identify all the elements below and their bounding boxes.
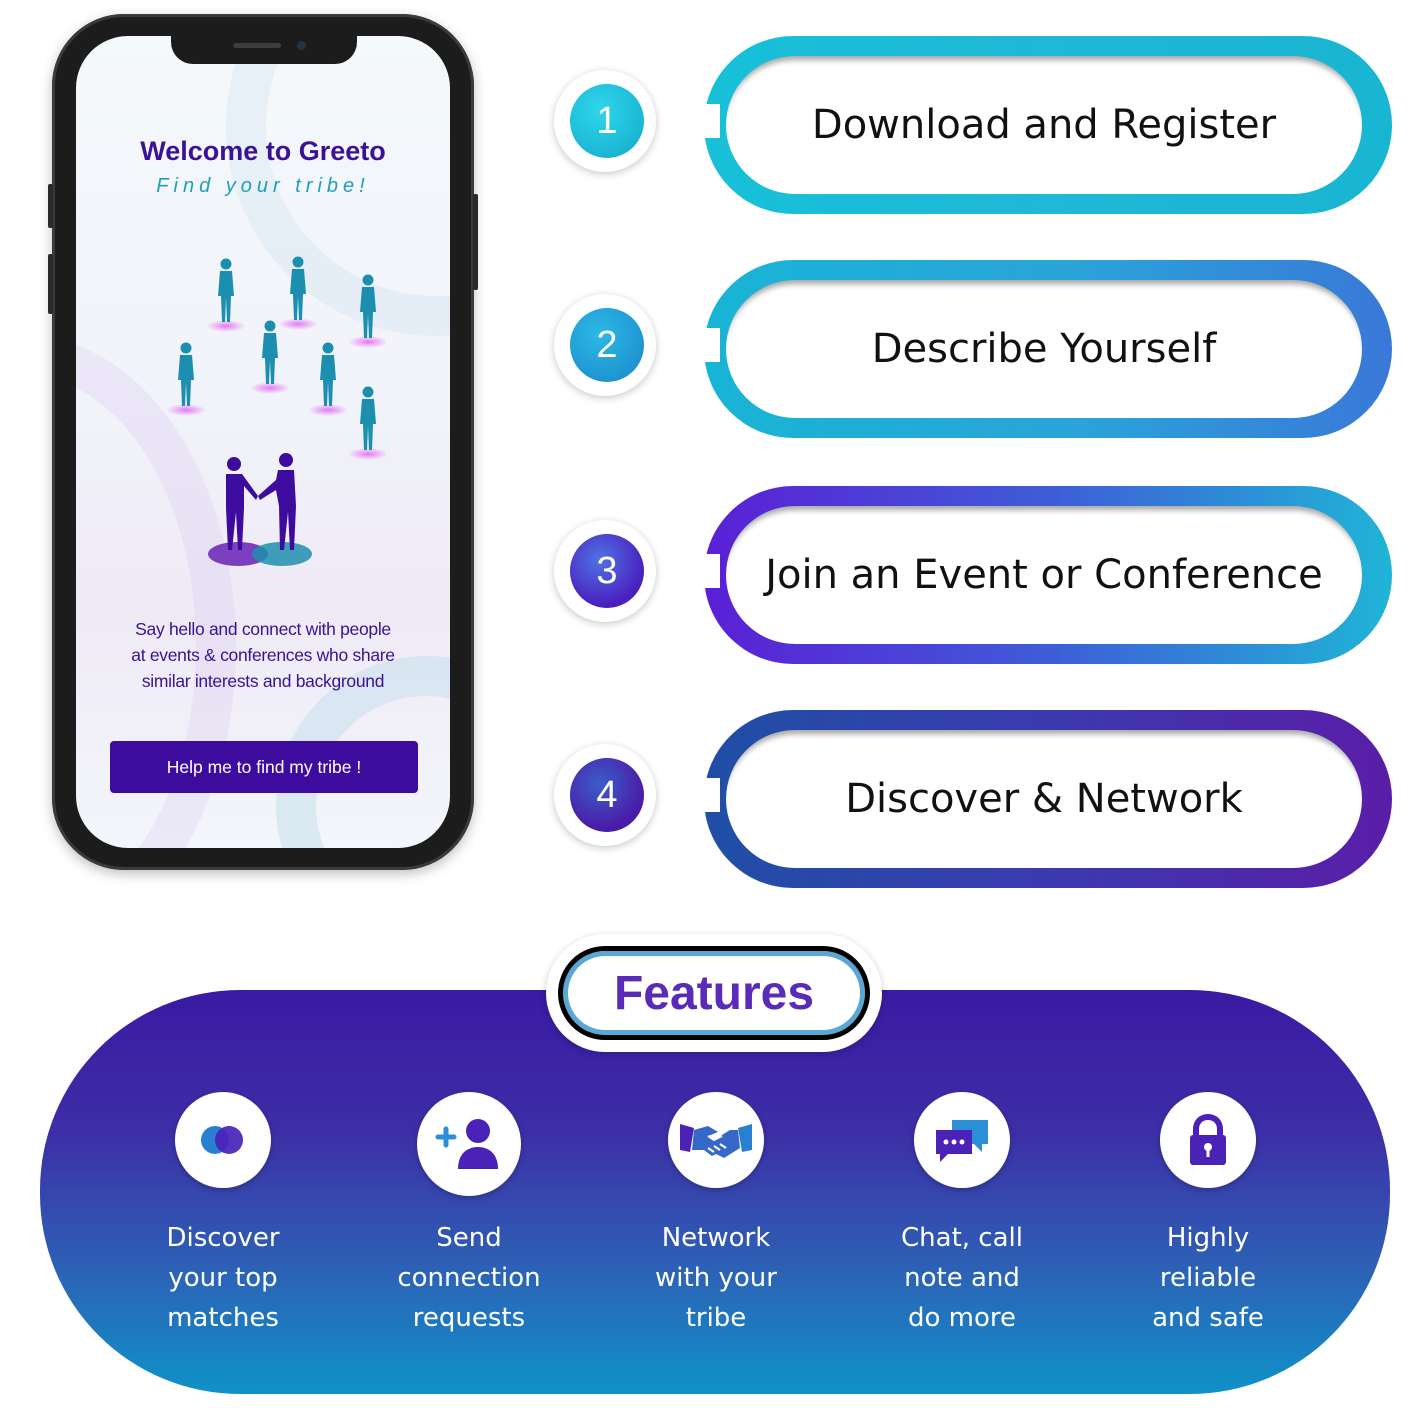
step-label: Describe Yourself [871, 326, 1217, 372]
description-line: Say hello and connect with people [135, 619, 391, 639]
feature-label-line: do more [907, 1303, 1017, 1333]
feature-label-line: matches [167, 1303, 279, 1333]
step-label: Download and Register [811, 102, 1277, 148]
feature-label-line: Discover [166, 1223, 280, 1253]
speaker-grille [233, 43, 281, 48]
step-pill[interactable]: Describe Yourself [726, 280, 1362, 418]
feature-reliable-safe: Highly reliable and safe [1098, 1092, 1318, 1338]
step-1: Download and Register 1 [550, 28, 1395, 214]
feature-label-line: requests [412, 1303, 526, 1333]
feature-chat-call: Chat, call note and do more [852, 1092, 1072, 1338]
step-number: 1 [570, 84, 644, 158]
people-crowd-illustration [166, 256, 386, 566]
app-title: Welcome to Greeto [140, 136, 386, 166]
step-connector [650, 554, 720, 588]
features-panel [40, 990, 1390, 1394]
step-3: Join an Event or Conference 3 [550, 478, 1395, 664]
add-user-icon [417, 1092, 521, 1196]
find-my-tribe-button[interactable]: Help me to find my tribe ! [110, 741, 418, 793]
step-2: Describe Yourself 2 [550, 252, 1395, 438]
features-header: Features [546, 934, 882, 1052]
step-pill-ring: Download and Register [704, 36, 1392, 214]
chat-bubbles-icon [914, 1092, 1010, 1188]
step-pill-ring: Describe Yourself [704, 260, 1392, 438]
step-pill-ring: Join an Event or Conference [704, 486, 1392, 664]
feature-label: Discover your top matches [113, 1218, 333, 1338]
feature-label: Highly reliable and safe [1098, 1218, 1318, 1338]
feature-label-line: Chat, call [901, 1223, 1023, 1253]
phone-mockup: Welcome to Greeto Find your tribe! [48, 14, 478, 870]
step-number-badge: 3 [554, 520, 656, 622]
step-connector [650, 328, 720, 362]
features-title: Features [613, 966, 815, 1020]
step-number-badge: 2 [554, 294, 656, 396]
step-number: 2 [570, 308, 644, 382]
handshake-icon [668, 1092, 764, 1188]
feature-label: Send connection requests [359, 1218, 579, 1338]
lock-icon [1160, 1092, 1256, 1188]
features-header-ring: Features [558, 946, 870, 1040]
feature-network-tribe: Network with your tribe [606, 1092, 826, 1338]
feature-connection-requests: Send connection requests [359, 1092, 579, 1338]
step-connector [650, 104, 720, 138]
step-4: Discover & Network 4 [550, 702, 1395, 888]
phone-notch [171, 36, 357, 64]
app-description: Say hello and connect with people at eve… [94, 616, 432, 694]
step-pill[interactable]: Discover & Network [726, 730, 1362, 868]
feature-label-line: Network [661, 1223, 771, 1253]
feature-label: Chat, call note and do more [852, 1218, 1072, 1338]
feature-label-line: and safe [1152, 1303, 1264, 1333]
feature-label-line: connection [397, 1263, 541, 1293]
description-line: similar interests and background [141, 671, 385, 691]
step-pill-ring: Discover & Network [704, 710, 1392, 888]
feature-label-line: your top [168, 1263, 278, 1293]
step-connector [650, 778, 720, 812]
step-number-badge: 4 [554, 744, 656, 846]
step-pill[interactable]: Download and Register [726, 56, 1362, 194]
phone-side-button [48, 184, 53, 228]
step-pill[interactable]: Join an Event or Conference [726, 506, 1362, 644]
front-camera [297, 41, 306, 50]
feature-discover-matches: Discover your top matches [113, 1092, 333, 1338]
description-line: at events & conferences who share [131, 645, 395, 665]
feature-label-line: reliable [1159, 1263, 1257, 1293]
phone-volume-up-button [48, 254, 53, 314]
phone-power-button [473, 194, 478, 290]
feature-label-line: with your [655, 1263, 777, 1293]
feature-label-line: tribe [685, 1303, 747, 1333]
step-number: 3 [570, 534, 644, 608]
app-subtitle: Find your tribe! [156, 175, 370, 197]
feature-label-line: Highly [1166, 1223, 1250, 1253]
overlapping-circles-icon [175, 1092, 271, 1188]
feature-label-line: note and [904, 1263, 1020, 1293]
step-number-badge: 1 [554, 70, 656, 172]
feature-label: Network with your tribe [606, 1218, 826, 1338]
step-label: Discover & Network [845, 776, 1243, 822]
step-label: Join an Event or Conference [765, 552, 1323, 598]
app-welcome-screen: Welcome to Greeto Find your tribe! [76, 36, 450, 848]
step-number: 4 [570, 758, 644, 832]
feature-label-line: Send [436, 1223, 502, 1253]
